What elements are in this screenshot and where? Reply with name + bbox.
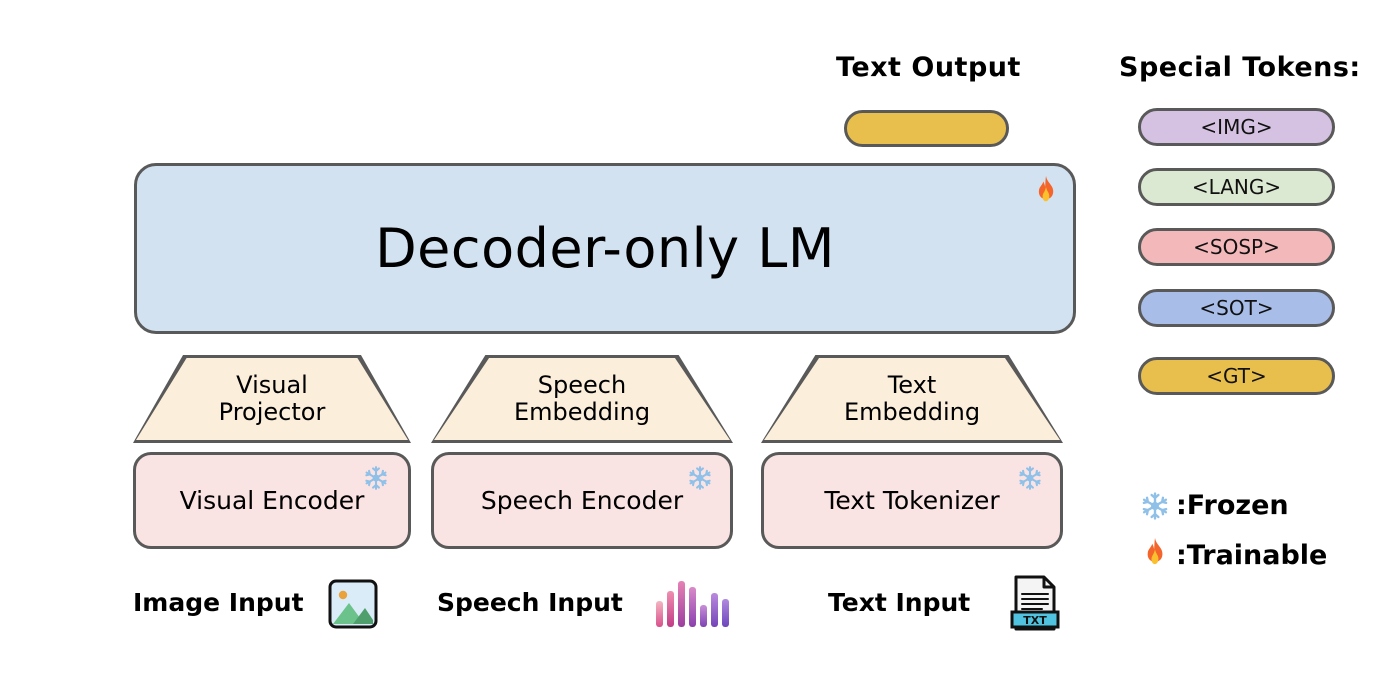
decoder-only-lm-block: Decoder-only LM xyxy=(134,163,1076,334)
trapezoid-fill xyxy=(136,358,408,440)
special-token-sosp-label: <SOSP> xyxy=(1193,235,1280,259)
visual-projector-label-line1: Visual xyxy=(236,371,308,400)
trapezoid-fill xyxy=(764,358,1060,440)
special-token-gt-label: <GT> xyxy=(1206,364,1267,388)
svg-text:TXT: TXT xyxy=(1023,614,1047,627)
special-token-lang-label: <LANG> xyxy=(1191,175,1282,199)
text-tokenizer-label: Text Tokenizer xyxy=(824,486,1000,515)
flame-icon xyxy=(1147,538,1163,565)
text-embedding-label: Text Embedding xyxy=(761,355,1063,443)
legend-trainable-label: :Trainable xyxy=(1176,539,1328,571)
special-token-img-label: <IMG> xyxy=(1200,115,1273,139)
visual-projector-label: Visual Projector xyxy=(133,355,411,443)
speech-encoder-block: Speech Encoder xyxy=(431,452,733,549)
visual-projector-label-line2: Projector xyxy=(218,398,326,426)
text-embedding-label-line2: Embedding xyxy=(843,398,981,426)
legend-frozen-label: :Frozen xyxy=(1176,490,1289,521)
speech-embedding-label-line1: Speech xyxy=(537,371,627,400)
text-tokenizer-block: Text Tokenizer xyxy=(761,452,1063,549)
special-token-img: <IMG> xyxy=(1138,108,1335,146)
text-input-label: Text Input xyxy=(828,588,971,617)
image-input-label: Image Input xyxy=(133,588,304,617)
speech-input-label: Speech Input xyxy=(437,588,623,617)
snowflake-icon xyxy=(1019,466,1041,490)
snowflake-icon xyxy=(365,466,387,490)
special-token-sot-label: <SOT> xyxy=(1199,296,1274,320)
text-output-heading: Text Output xyxy=(836,52,1021,83)
visual-projector-trapezoid: Visual Projector xyxy=(133,355,411,443)
visual-encoder-label: Visual Encoder xyxy=(179,486,365,515)
special-token-sot: <SOT> xyxy=(1138,289,1335,327)
speech-embedding-trapezoid: Speech Embedding xyxy=(431,355,733,443)
decoder-only-lm-label: Decoder-only LM xyxy=(375,217,835,280)
special-token-sosp: <SOSP> xyxy=(1138,228,1335,266)
text-embedding-label-line1: Text xyxy=(887,371,937,400)
image-file-icon xyxy=(328,579,378,629)
txt-document-icon: TXT xyxy=(1010,575,1060,631)
text-embedding-trapezoid: Text Embedding xyxy=(761,355,1063,443)
visual-encoder-block: Visual Encoder xyxy=(133,452,411,549)
snowflake-icon xyxy=(689,466,711,490)
trapezoid-fill xyxy=(434,358,730,440)
special-token-lang: <LANG> xyxy=(1138,168,1335,206)
snowflake-icon xyxy=(1142,491,1168,520)
text-output-pill xyxy=(844,110,1009,147)
special-tokens-heading: Special Tokens: xyxy=(1119,52,1361,83)
audio-waveform-icon xyxy=(656,581,730,627)
flame-icon xyxy=(1038,176,1054,202)
speech-encoder-label: Speech Encoder xyxy=(480,486,684,515)
legend-frozen: :Frozen xyxy=(1140,490,1289,521)
speech-embedding-label: Speech Embedding xyxy=(431,355,733,443)
legend-trainable: :Trainable xyxy=(1140,538,1327,572)
special-token-gt: <GT> xyxy=(1138,357,1335,395)
speech-embedding-label-line2: Embedding xyxy=(513,398,651,426)
